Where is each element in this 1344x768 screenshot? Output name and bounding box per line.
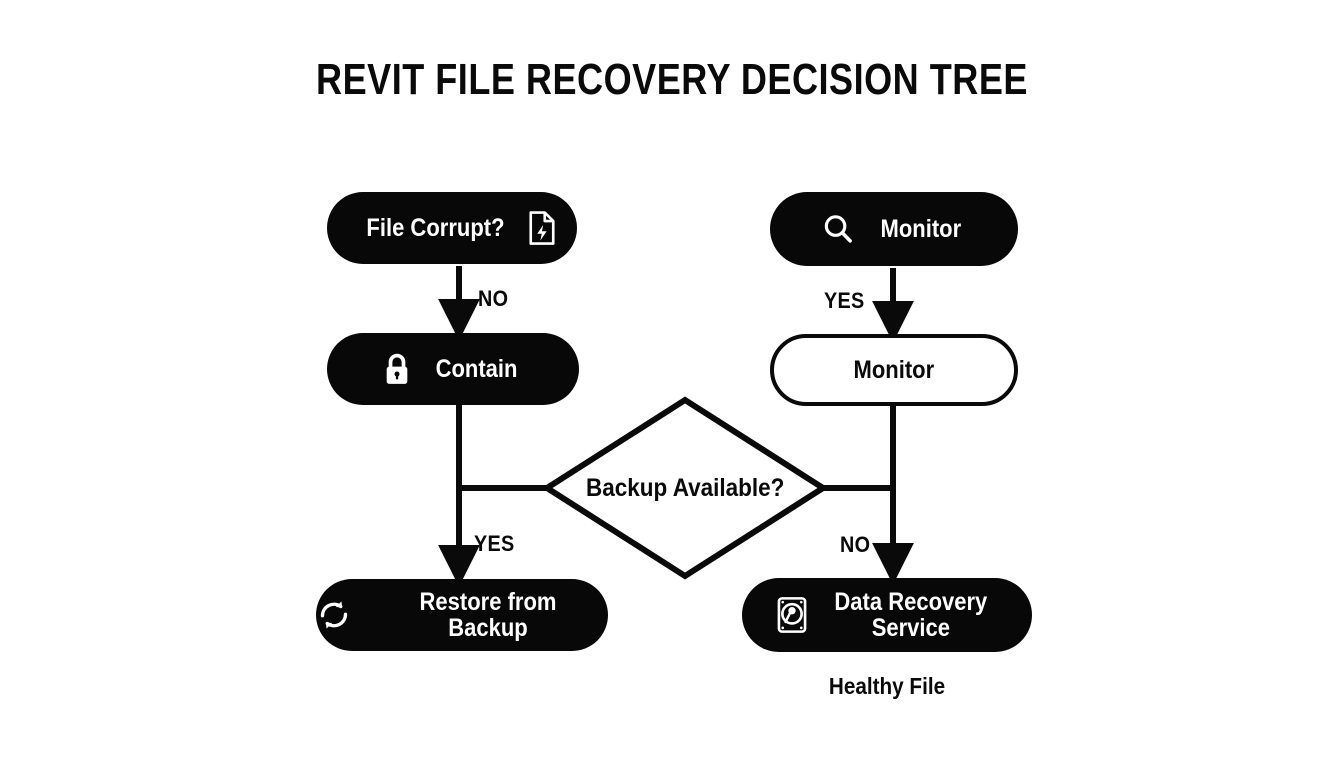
node-restore-from-backup[interactable]: Restore from Backup	[316, 579, 608, 651]
node-backup-available[interactable]: Backup Available?	[545, 398, 825, 578]
hard-disk-icon	[776, 596, 808, 634]
node-file-corrupt-label: File Corrupt?	[365, 213, 505, 242]
node-data-recovery-service-label: Data Recovery Service	[834, 587, 988, 642]
node-monitor-state[interactable]: Monitor	[770, 334, 1018, 406]
edge-label-yes-backup: YES	[474, 531, 515, 556]
node-file-corrupt[interactable]: File Corrupt?	[327, 192, 577, 264]
node-monitor-state-label: Monitor	[853, 355, 935, 384]
edge-label-no-backup: NO	[840, 532, 871, 557]
page-title: REVIT FILE RECOVERY DECISION TREE	[316, 55, 1028, 104]
node-monitor-check-label: Monitor	[880, 214, 962, 243]
refresh-cycle-icon	[316, 597, 352, 633]
node-contain-label: Contain	[436, 354, 518, 383]
node-backup-available-label: Backup Available?	[585, 473, 785, 502]
node-contain[interactable]: Contain	[327, 333, 579, 405]
search-icon	[821, 212, 855, 246]
file-lightning-icon	[527, 210, 557, 246]
lock-icon	[382, 351, 412, 387]
node-monitor-check[interactable]: Monitor	[770, 192, 1018, 266]
node-restore-from-backup-label: Restore from Backup	[419, 587, 557, 642]
edge-label-no-file-corrupt: NO	[478, 286, 509, 311]
node-data-recovery-service[interactable]: Data Recovery Service	[742, 578, 1032, 652]
node-backup-available-label-wrap: Backup Available?	[545, 398, 825, 578]
caption-healthy-file: Healthy File	[828, 673, 946, 699]
edge-label-yes-monitor: YES	[824, 288, 865, 313]
